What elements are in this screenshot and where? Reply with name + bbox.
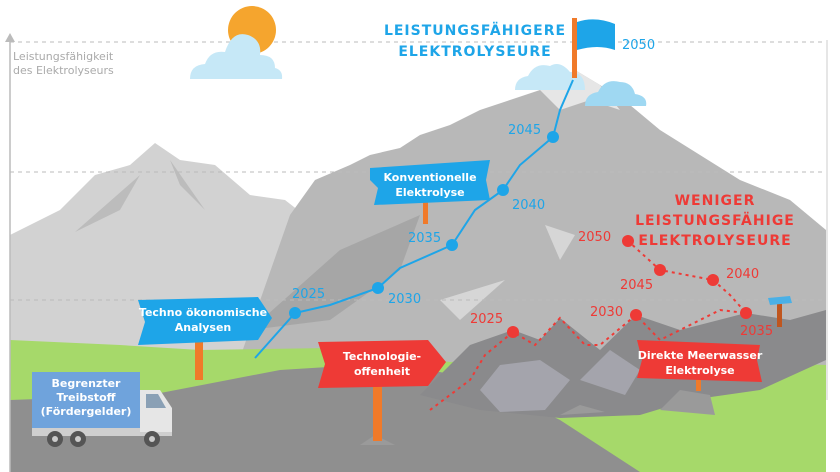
blue-year: 2035 — [408, 231, 441, 246]
y-axis-arrow-icon — [5, 33, 15, 42]
hammer-head — [768, 296, 792, 305]
sign-pole — [423, 198, 428, 224]
mountain-ridge — [250, 215, 420, 330]
blue-year: 2045 — [508, 123, 541, 138]
rock — [660, 390, 715, 415]
sign-text: Analysen — [175, 321, 232, 334]
blue-milestone — [372, 282, 384, 294]
sign-konventionell — [370, 160, 490, 205]
sign-pole — [373, 383, 382, 441]
blue-year: 2025 — [292, 287, 325, 302]
red-milestone — [507, 326, 519, 338]
blue-milestone — [289, 307, 301, 319]
sign-techno — [138, 297, 272, 345]
sign-text: offenheit — [354, 365, 410, 378]
mountain-facet — [440, 280, 505, 320]
rock — [560, 405, 605, 415]
cloud-icon — [585, 81, 647, 106]
red-year: 2035 — [740, 324, 773, 339]
truck-text: Begrenzter — [52, 377, 122, 390]
red-milestone — [740, 307, 752, 319]
rocks — [580, 350, 640, 395]
blue-milestone — [497, 184, 509, 196]
sign-text: Elektrolyse — [395, 186, 464, 199]
red-path — [429, 240, 749, 411]
sign-text: Direkte Meerwasser — [638, 349, 763, 362]
red-milestone — [630, 309, 642, 321]
sign-text: Techno ökonomische — [139, 306, 267, 319]
sign-text: Technologie- — [343, 350, 421, 363]
red-year: 2040 — [726, 267, 759, 282]
rocks — [480, 360, 570, 412]
flag-icon — [577, 19, 615, 50]
mountain-facet — [545, 225, 575, 260]
axis-label: des Elektrolyseurs — [13, 64, 114, 77]
sign-pole — [696, 375, 701, 391]
red-milestone — [707, 274, 719, 286]
sign-meerwasser — [637, 340, 762, 382]
truck-text: (Fördergelder) — [41, 405, 132, 418]
truck-icon — [32, 372, 172, 447]
axis-label: Leistungsfähigkeit — [13, 50, 114, 63]
top-goal-year: 2050 — [622, 38, 655, 53]
blue-year: 2040 — [512, 198, 545, 213]
blue-milestone — [446, 239, 458, 251]
blue-year: 2030 — [388, 292, 421, 307]
cloud-icon — [515, 64, 585, 90]
top-goal-title: LEISTUNGSFÄHIGERE — [384, 22, 566, 39]
blue-milestone — [547, 131, 559, 143]
sign-text: Elektrolyse — [665, 364, 734, 377]
flag-pole — [572, 18, 577, 78]
red-year: 2030 — [590, 305, 623, 320]
lower-goal-title: WENIGER — [675, 193, 756, 209]
red-year: 2025 — [470, 312, 503, 327]
red-year: 2045 — [620, 278, 653, 293]
red-milestone — [654, 264, 666, 276]
lower-goal-title: ELEKTROLYSEURE — [638, 233, 791, 249]
red-year: 2050 — [578, 230, 611, 245]
sign-text: Konventionelle — [383, 171, 476, 184]
truck-text: Treibstoff — [56, 391, 115, 404]
sign-offenheit — [318, 340, 446, 388]
sign-pole — [195, 335, 203, 380]
top-goal-title: ELEKTROLYSEURE — [398, 44, 551, 60]
lower-goal-title: LEISTUNGSFÄHIGE — [635, 212, 795, 229]
hammer-icon — [777, 303, 782, 327]
cloud-icon — [190, 34, 283, 79]
mountain-shade — [75, 175, 140, 232]
red-milestone — [622, 235, 634, 247]
